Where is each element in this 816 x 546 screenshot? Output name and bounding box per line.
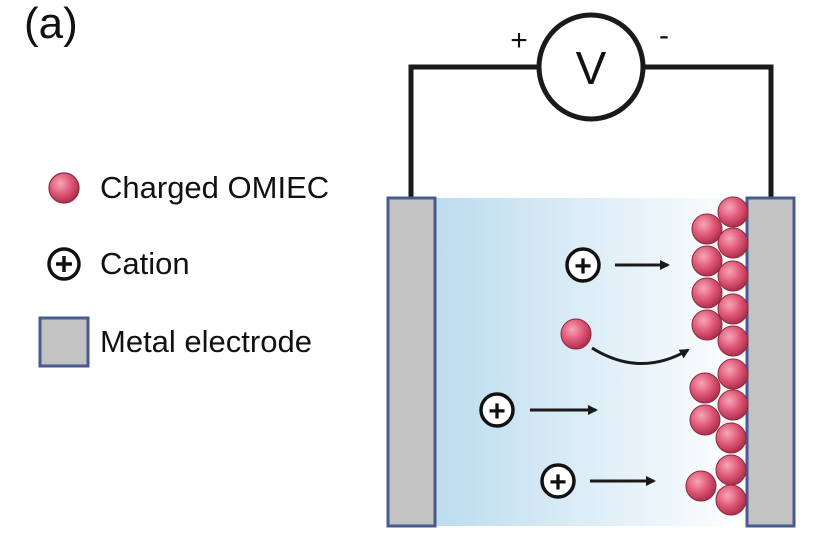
omiec-particle xyxy=(717,260,749,292)
cation: + xyxy=(479,392,515,428)
omiec-particle xyxy=(717,227,749,259)
voltmeter-minus-terminal: - xyxy=(659,19,669,52)
omiec-particle xyxy=(691,245,723,277)
voltmeter: V + - xyxy=(510,12,669,122)
omiec-particle xyxy=(691,277,723,309)
omiec-particle xyxy=(717,293,749,325)
legend-label-charged-omiec: Charged OMIEC xyxy=(100,170,330,205)
cation-icon xyxy=(36,236,92,292)
left-electrode xyxy=(386,196,437,528)
svg-text:+: + xyxy=(549,466,567,499)
legend-item-metal-electrode: Metal electrode xyxy=(36,314,312,370)
legend-item-charged-omiec: Charged OMIEC xyxy=(36,160,329,216)
cation: + xyxy=(565,247,601,283)
omiec-particle-icon xyxy=(36,160,92,216)
omiec-particle xyxy=(717,358,749,390)
legend-label-metal-electrode: Metal electrode xyxy=(100,324,312,359)
legend-item-cation: Cation xyxy=(36,236,190,292)
metal-electrode-icon xyxy=(36,314,92,370)
cation: + xyxy=(540,463,576,499)
omiec-particle xyxy=(685,470,717,502)
omiec-particle xyxy=(715,454,747,486)
voltmeter-plus-terminal: + xyxy=(510,24,528,57)
omiec-particle xyxy=(691,213,723,245)
omiec-particle xyxy=(715,422,747,454)
voltmeter-symbol: V xyxy=(576,42,607,94)
panel-label: (a) xyxy=(24,0,78,48)
omiec-particle xyxy=(717,389,749,421)
omiec-particle xyxy=(691,309,723,341)
omiec-particle xyxy=(717,325,749,357)
free-omiec-particle xyxy=(560,318,592,350)
svg-text:+: + xyxy=(574,250,592,283)
omiec-layer xyxy=(685,196,749,516)
circuit-wire xyxy=(408,64,774,198)
legend: Charged OMIEC Cation Metal electrode xyxy=(36,160,376,380)
cation-group: + + + xyxy=(479,247,670,499)
omiec-particle xyxy=(717,196,749,228)
right-electrode xyxy=(745,196,796,528)
omiec-particle xyxy=(689,404,721,436)
omiec-particle xyxy=(715,484,747,516)
svg-text:+: + xyxy=(488,395,506,428)
omiec-migration-arrow xyxy=(591,346,690,365)
omiec-particle xyxy=(689,372,721,404)
legend-label-cation: Cation xyxy=(100,246,190,281)
